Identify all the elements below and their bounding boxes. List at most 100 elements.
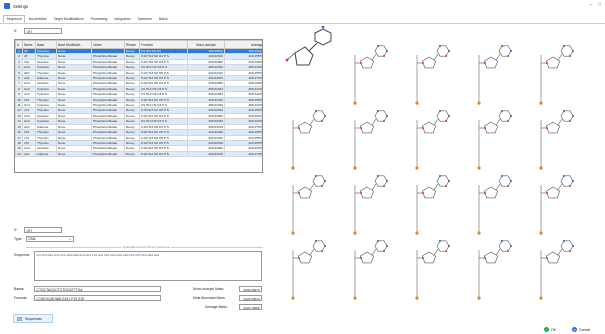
cancel-button[interactable]: ✕ Cancel: [572, 326, 590, 333]
oxygen-atom: [569, 250, 571, 252]
nitrogen-atom: [510, 50, 512, 52]
average-mass-field[interactable]: 6424.70086: [239, 304, 262, 310]
sugar-ring: [545, 186, 561, 199]
oxygen-atom: [360, 257, 362, 259]
col-header-base-modification[interactable]: Base Modificati...: [56, 40, 92, 49]
col-header-ribose[interactable]: Ribose: [124, 40, 140, 49]
base-ring: [436, 110, 450, 122]
restore-button[interactable]: □: [598, 2, 601, 7]
sugar-ring: [545, 121, 561, 134]
most-abundant-field[interactable]: 6423.00044: [239, 295, 262, 301]
nucleotide-grid[interactable]: # Name Base Base Modificati... Linker Ri…: [14, 39, 263, 173]
oxygen-atom: [360, 127, 362, 129]
nitrogen-atom: [439, 175, 441, 177]
nitrogen-atom: [324, 180, 326, 182]
sugar-ring: [359, 121, 375, 134]
phosphorus-atom: [477, 101, 481, 105]
cell-formula: C10 H12 N5 O3 P S: [139, 150, 188, 158]
nitrogen-atom: [501, 240, 503, 242]
phosphorus-atom: [539, 231, 543, 235]
mono-isotopic-label: Mono-isotopic Mass:: [193, 287, 225, 291]
oxygen-atom: [507, 55, 509, 57]
col-header-base[interactable]: Base: [35, 40, 57, 49]
app-icon: [4, 3, 10, 9]
nitrogen-atom: [448, 245, 450, 247]
oxygen-atom: [445, 185, 447, 187]
sugar-ring: [421, 121, 437, 134]
col-header-average[interactable]: Average: [224, 40, 262, 49]
phosphorus-atom: [291, 231, 295, 235]
cell-index: 20: [15, 150, 23, 158]
tab-batch[interactable]: Batch: [158, 17, 168, 21]
nitrogen-atom: [448, 115, 450, 117]
col-header-index[interactable]: #: [15, 40, 23, 49]
base-ring: [560, 240, 574, 252]
col-header-name[interactable]: Name: [22, 40, 36, 49]
col-header-formula[interactable]: Formula: [139, 40, 188, 49]
sequences-button[interactable]: Sequences: [13, 314, 53, 323]
oxygen-atom: [321, 185, 323, 187]
glycosidic-bond: [433, 248, 439, 256]
sugar-ring: [294, 46, 314, 66]
sequence-textarea[interactable]: Cd sTd sGd sCd sTd sAd sGd sCd sCd sTd s…: [34, 251, 262, 281]
col-header-mono-isotopic[interactable]: Mono-isotopic: [187, 40, 225, 49]
nitrogen-atom: [572, 50, 574, 52]
five-prime-input[interactable]: OH: [24, 28, 62, 34]
title-bar: Settings – □: [0, 0, 605, 12]
cancel-button-label: Cancel: [579, 327, 591, 332]
col-header-linker[interactable]: Linker: [91, 40, 125, 49]
glycosidic-bond: [557, 183, 563, 191]
three-prime-label: 3':: [14, 228, 18, 232]
checkmark-icon: ✓: [544, 327, 549, 332]
nitrogen-atom: [377, 110, 379, 112]
type-select-value: DNA: [28, 237, 36, 242]
tab-processing[interactable]: Processing: [90, 17, 108, 21]
oxygen-atom: [422, 192, 424, 194]
tab-target-modifications[interactable]: Target Modifications: [53, 17, 84, 21]
glycosidic-bond: [495, 53, 501, 61]
nitrogen-atom: [377, 45, 379, 47]
phosphorus-atom: [539, 166, 543, 170]
ok-button[interactable]: ✓ OK: [544, 326, 556, 333]
glycosidic-bond: [495, 118, 501, 126]
nitrogen-atom: [501, 110, 503, 112]
tab-integration[interactable]: Integration: [114, 17, 131, 21]
mono-isotopic-field[interactable]: 6290.06975: [239, 286, 262, 292]
glycosidic-bond: [495, 248, 501, 256]
three-prime-input[interactable]: OH: [24, 227, 62, 233]
tab-sequence[interactable]: Sequence: [3, 15, 26, 23]
formula-field[interactable]: C195 H248 N68 O101 P19 S19: [34, 295, 161, 301]
grid-header-row: # Name Base Base Modificati... Linker Ri…: [15, 40, 262, 49]
nitrogen-atom: [386, 245, 388, 247]
oxygen-atom: [546, 62, 548, 64]
nitrogen-atom: [386, 115, 388, 117]
oxygen-atom: [321, 120, 323, 122]
tab-spectrum[interactable]: Spectrum: [137, 17, 152, 21]
tab-nucleotides[interactable]: Nucleotides: [28, 17, 47, 21]
minimize-button[interactable]: –: [589, 2, 593, 7]
bases-field[interactable]: CTGCTAGCCTCTGCATTTGA: [34, 286, 161, 292]
nitrogen-atom: [377, 240, 379, 242]
glycosidic-bond: [309, 248, 315, 256]
glycosidic-bond: [433, 53, 439, 61]
nitrogen-atom: [315, 175, 317, 177]
phosphorus-atom: [539, 296, 543, 300]
ok-button-label: OK: [551, 327, 557, 332]
phosphorus-atom: [291, 166, 295, 170]
chevron-down-icon: ⌄: [68, 236, 72, 241]
nitrogen-atom: [563, 45, 565, 47]
oxygen-atom: [383, 120, 385, 122]
cell-base-modification: None: [56, 150, 92, 158]
type-select[interactable]: DNA ⌄: [26, 235, 74, 242]
